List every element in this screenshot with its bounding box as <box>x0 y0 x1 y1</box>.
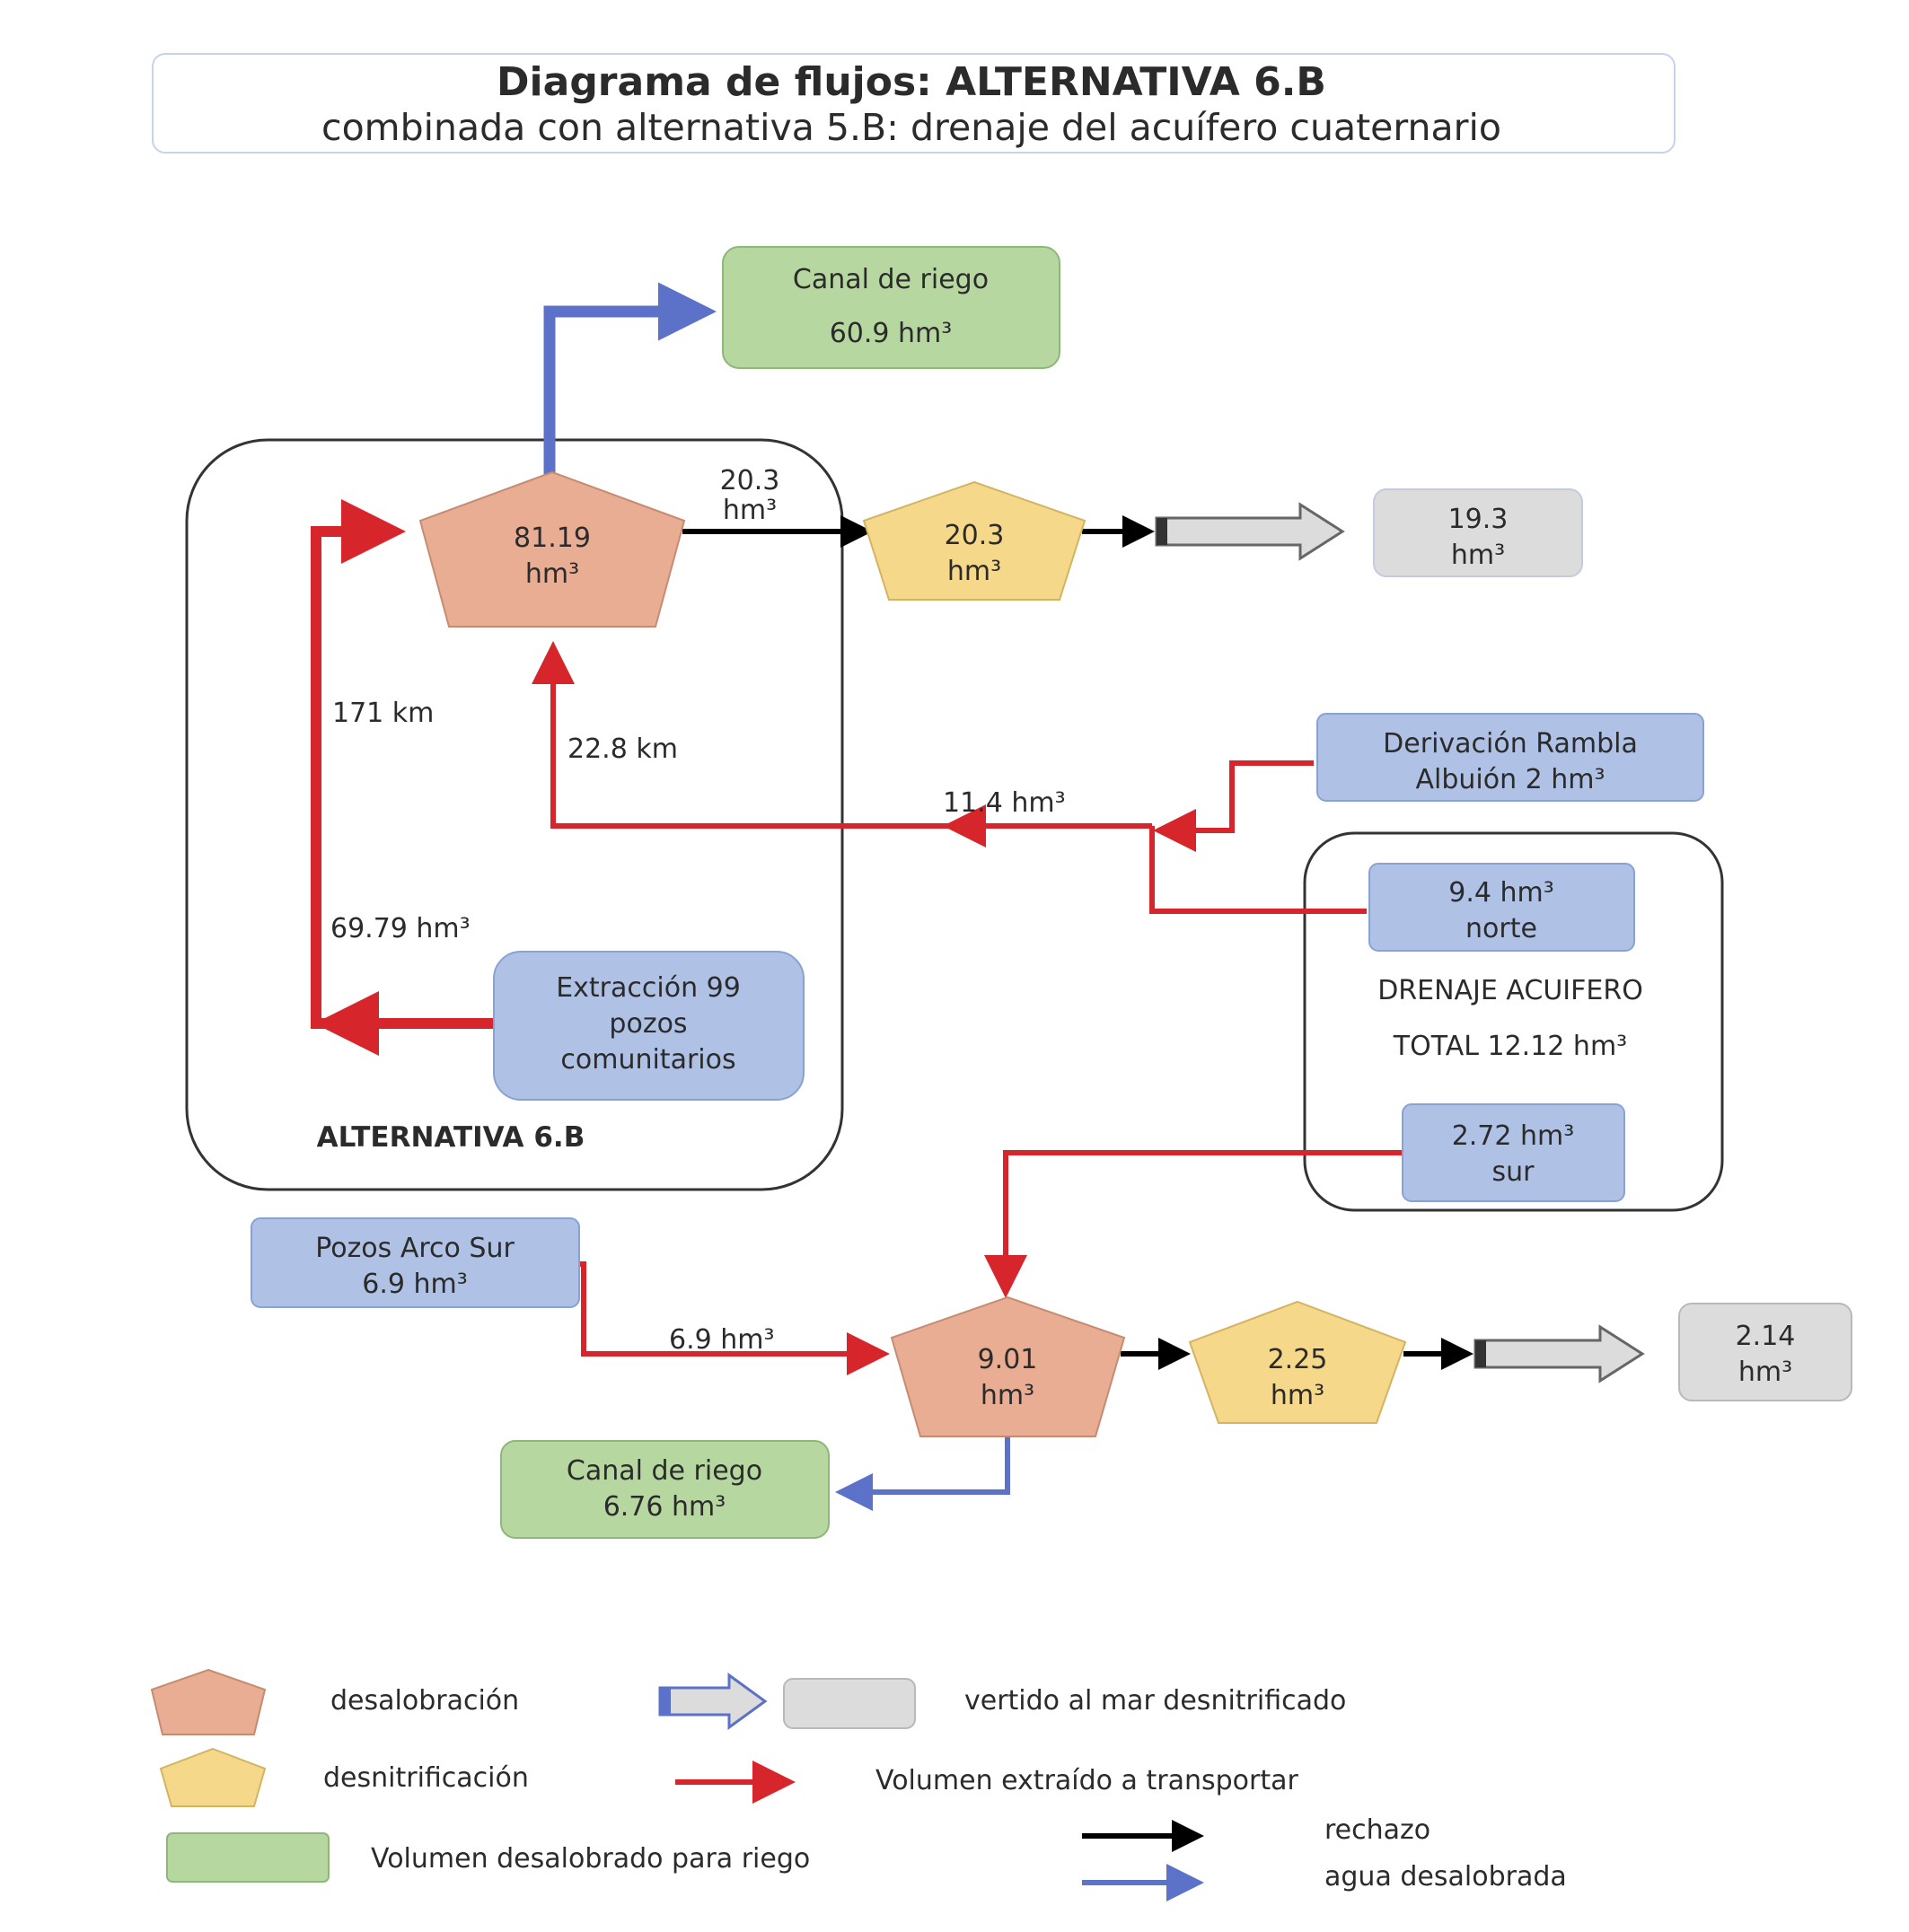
discharge-arrow-second <box>1474 1324 1645 1383</box>
flow-norte <box>1149 826 1367 914</box>
flow-extraccion-loop <box>311 499 494 1029</box>
legend-extraido: Volumen extraído a transportar <box>875 1765 1298 1796</box>
canal-riego-top: Canal de riego 60.9 hm³ <box>722 246 1060 369</box>
desnitrificacion-main-unit: hm³ <box>947 556 1001 587</box>
flow-to-canal-top <box>543 282 717 476</box>
drenaje-sur: 2.72 hm³ sur <box>1402 1103 1625 1202</box>
vertido-second-value: 2.14 <box>1736 1321 1796 1352</box>
desnitrificacion-second-value: 2.25 <box>1268 1344 1328 1375</box>
vertido-second-unit: hm³ <box>1738 1357 1792 1388</box>
label-vol-6979: 69.79 hm³ <box>330 913 471 944</box>
legend-desnitrificacion: desnitrificación <box>323 1762 529 1794</box>
flow-derivacion <box>1153 760 1314 852</box>
alternativa-group-label: ALTERNATIVA 6.B <box>317 1121 585 1154</box>
desnitrificacion-main: 20.3 hm³ <box>862 480 1086 601</box>
sur-line1: 2.72 hm³ <box>1452 1120 1575 1152</box>
legend-riego: Volumen desalobrado para riego <box>371 1843 810 1875</box>
pozos-arco-line1: Pozos Arco Sur <box>315 1233 515 1264</box>
canal-riego-bottom: Canal de riego 6.76 hm³ <box>500 1440 830 1539</box>
label-reject-main-2: hm³ <box>723 495 777 526</box>
derivacion-line2: Albuión 2 hm³ <box>1415 764 1605 795</box>
desalobracion-second: 9.01 hm³ <box>890 1295 1126 1437</box>
desalobracion-main-value: 81.19 <box>514 523 591 554</box>
vertido-main-value: 19.3 <box>1448 504 1509 535</box>
sur-line2: sur <box>1492 1156 1535 1188</box>
flow-pozos-arco <box>579 1261 890 1375</box>
desalobracion-second-unit: hm³ <box>981 1380 1034 1411</box>
title-line1: Diagrama de flujos: ALTERNATIVA 6.B <box>497 59 1326 105</box>
legend-denit-swatch <box>159 1747 267 1807</box>
flow-to-canal-bottom <box>835 1436 1010 1511</box>
discharge-arrow-main <box>1155 502 1345 561</box>
legend-desal-swatch <box>150 1668 267 1735</box>
desnitrificacion-main-value: 20.3 <box>945 520 1005 551</box>
label-vol-114: 11.4 hm³ <box>943 787 1066 819</box>
desnitrificacion-second: 2.25 hm³ <box>1188 1300 1407 1424</box>
canal-riego-bottom-label: Canal de riego <box>567 1455 762 1487</box>
norte-line1: 9.4 hm³ <box>1448 877 1554 909</box>
title-line2: combinada con alternativa 5.B: drenaje d… <box>321 106 1501 149</box>
label-dist-228: 22.8 km <box>567 733 678 765</box>
legend-desalobracion: desalobración <box>330 1685 519 1717</box>
drenaje-group <box>1303 831 1724 1212</box>
canal-riego-bottom-volume: 6.76 hm³ <box>603 1491 726 1523</box>
legend: desalobración desnitrificación Volumen d… <box>150 1668 1567 1901</box>
norte-line2: norte <box>1465 913 1537 944</box>
flow-sur <box>984 1150 1403 1298</box>
extraccion-line3: comunitarios <box>560 1044 735 1076</box>
vertido-second: 2.14 hm³ <box>1678 1303 1852 1401</box>
label-reject-main-1: 20.3 <box>720 465 780 496</box>
legend-agua: agua desalobrada <box>1324 1861 1567 1892</box>
extraccion-line1: Extracción 99 <box>556 972 741 1004</box>
derivacion-line1: Derivación Rambla <box>1383 728 1638 760</box>
derivacion-rambla: Derivación Rambla Albuión 2 hm³ <box>1316 713 1704 802</box>
desalobracion-main: 81.19 hm³ <box>418 470 686 628</box>
legend-vertido: vertido al mar desnitrificado <box>964 1685 1346 1717</box>
canal-riego-top-volume: 60.9 hm³ <box>830 318 953 349</box>
legend-riego-swatch <box>166 1832 330 1883</box>
extraccion-line2: pozos <box>609 1008 687 1040</box>
drenaje-total-line1: DRENAJE ACUIFERO <box>1377 975 1643 1006</box>
canal-riego-top-label: Canal de riego <box>793 264 989 295</box>
pozos-arco-sur: Pozos Arco Sur 6.9 hm³ <box>251 1217 580 1308</box>
alternativa-group <box>185 438 844 1191</box>
legend-vertido-box <box>783 1678 916 1729</box>
legend-rechazo: rechazo <box>1324 1814 1430 1846</box>
desalobracion-second-value: 9.01 <box>978 1344 1038 1375</box>
desnitrificacion-second-unit: hm³ <box>1271 1380 1324 1411</box>
drenaje-total-line2: TOTAL 12.12 hm³ <box>1393 1031 1627 1062</box>
pozos-arco-line2: 6.9 hm³ <box>362 1269 468 1300</box>
vertido-main: 19.3 hm³ <box>1373 488 1583 577</box>
drenaje-norte: 9.4 hm³ norte <box>1368 863 1635 952</box>
legend-vertido-arrow <box>658 1673 768 1730</box>
label-vol-69: 6.9 hm³ <box>669 1324 775 1356</box>
desalobracion-main-unit: hm³ <box>525 558 579 590</box>
extraccion-pozos: Extracción 99 pozos comunitarios <box>493 951 805 1101</box>
label-dist-171: 171 km <box>332 698 434 729</box>
vertido-main-unit: hm³ <box>1451 540 1505 571</box>
title-box: Diagrama de flujos: ALTERNATIVA 6.B comb… <box>152 53 1676 154</box>
